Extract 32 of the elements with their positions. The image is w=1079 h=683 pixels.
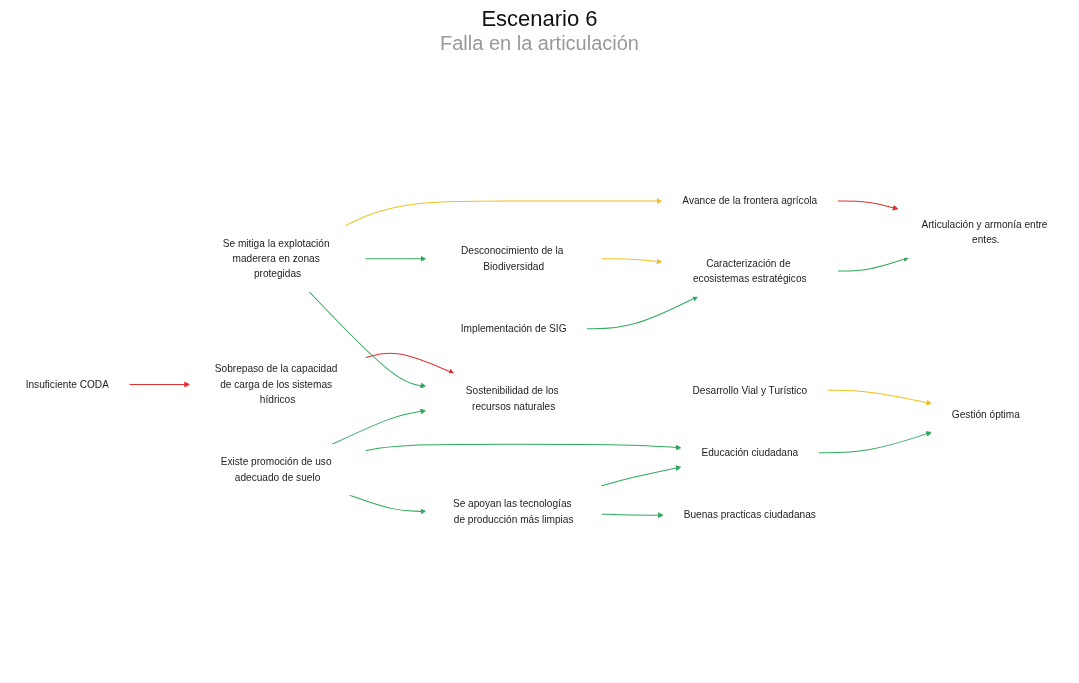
node-text: Avance de la frontera agrícola [682,194,818,207]
node-text: Caracterización de ecosistemas estratégicos [692,257,807,284]
node-text: Implementación de SIG [460,322,567,335]
arrow [836,256,910,272]
node-text: Se apoyan las tecnologías de producción más limpias [452,497,574,525]
node-text: Sostenibilidad de los recursos naturales [465,384,559,412]
node-text: Se mitiga la explotación maderera en zonas protegidas [222,237,330,280]
node-text: Educación ciudadana [701,446,799,458]
node-text: Existe promoción de uso adecuado de suelo [220,455,332,483]
node-text: Desarrollo Vial y Turístico [692,384,808,396]
arrow [364,443,682,452]
arrow [586,296,699,330]
arrow [600,258,663,265]
arrow [600,465,682,487]
arrow [600,512,664,519]
arrow [364,352,455,375]
diagram-title: Escenario 6 [480,6,599,32]
arrow [344,198,663,227]
arrow [331,408,427,445]
arrow [836,200,899,211]
subtitle: Falla en la articulación [439,32,640,55]
arrow [826,389,932,406]
node-text: Articulación y armonía entre entes. [921,218,1048,246]
node-text: Insuficiente CODA [25,378,109,390]
node-text: Gestión óptima [951,408,1020,421]
node-text: Desconocimiento de la Biodiversidad [461,244,564,272]
arrow [128,381,191,388]
arrow [364,255,427,262]
node-text: Buenas practicas ciudadanas [683,508,816,521]
arrow [817,431,932,454]
arrow [308,291,427,389]
node-text: Sobrepaso de la capacidad de carga de los sistemas hídricos [214,363,338,405]
